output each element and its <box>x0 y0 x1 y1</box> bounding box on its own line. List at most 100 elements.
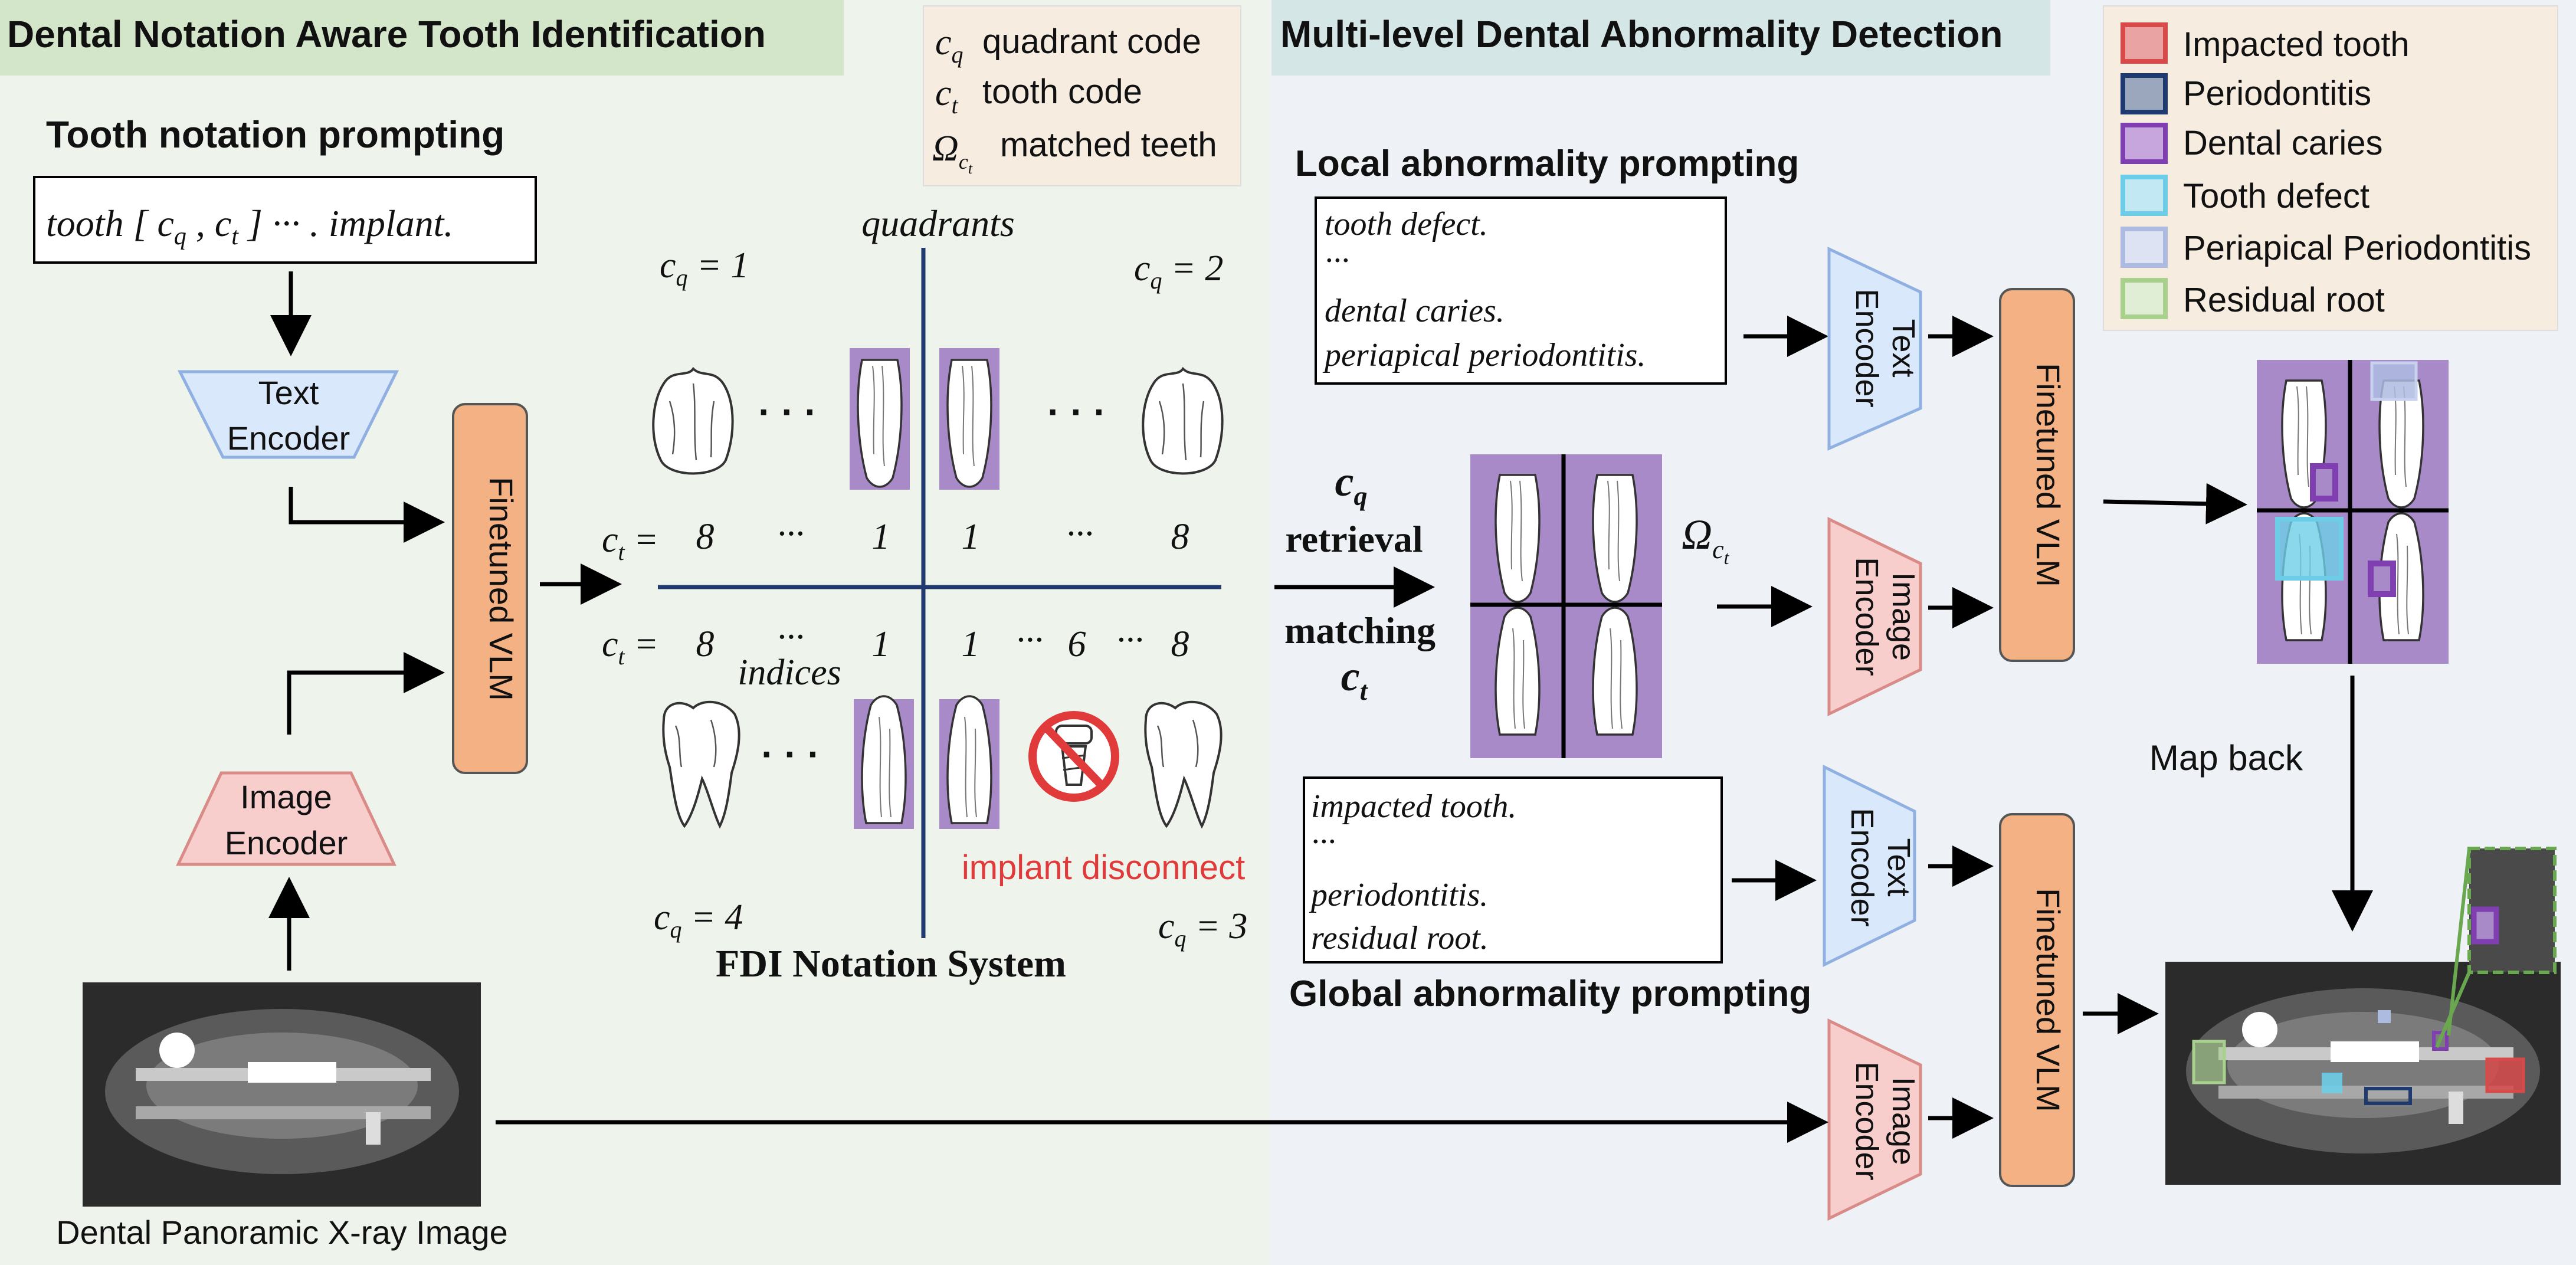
bbox-caries-xray <box>2432 1031 2449 1051</box>
ct-lower-1: ··· <box>777 617 805 657</box>
svg-text:ImageEncoder: ImageEncoder <box>1849 557 1921 676</box>
image-encoder-right-top <box>1827 517 1922 716</box>
ct-upper-2: 1 <box>872 517 890 557</box>
local-prompt-3: periapical periodontitis. <box>1322 337 1646 373</box>
ct-lower-0: 8 <box>696 624 715 664</box>
ct-lower-6: ··· <box>1116 620 1144 660</box>
map-back-label: Map back <box>2149 738 2303 778</box>
ct-lower-row: 8 ··· 1 1 ··· 6 ··· 8 <box>696 617 1189 664</box>
ct-upper-1: ··· <box>777 514 805 554</box>
ct-lower-7: 8 <box>1171 624 1189 664</box>
global-prompt-box <box>1303 776 1723 964</box>
bbox-tooth-defect-xray <box>2322 1073 2342 1093</box>
local-prompt-0: tooth defect. <box>1325 206 1488 242</box>
legend-periapical-periodontitis: Periapical Periodontitis <box>2183 229 2531 267</box>
legend-swatch-periapical <box>2121 227 2168 268</box>
retrieval-label: retrieval <box>1285 518 1423 560</box>
legend-tooth-code: tooth code <box>982 73 1142 111</box>
quadrants-label: quadrants <box>861 202 1015 244</box>
ct-lower-4: ··· <box>1016 620 1044 660</box>
arrow-vlm-top-to-detection <box>2103 483 2247 525</box>
upper-left-dots: · · · <box>758 391 817 433</box>
legend-quadrant-code: quadrant code <box>982 22 1201 61</box>
bbox-caries-upper <box>2310 463 2338 502</box>
image-encoder-left <box>176 771 396 866</box>
matching-ct: ct <box>1341 653 1368 706</box>
text-encoder-left <box>177 370 399 459</box>
finetuned-vlm-left <box>452 403 528 774</box>
legend-residual-root: Residual root <box>2183 281 2385 319</box>
global-prompts: impacted tooth. ··· periodontitis. resid… <box>1309 788 1516 956</box>
svg-text:Encoder: Encoder <box>227 420 350 457</box>
text-encoder-right-top <box>1827 247 1922 451</box>
legend-swatch-impacted <box>2121 22 2168 64</box>
svg-text:ImageEncoder: ImageEncoder <box>1849 1061 1921 1180</box>
ct-lower-5: 6 <box>1068 624 1086 664</box>
svg-text:Finetuned VLM: Finetuned VLM <box>483 477 520 701</box>
abnormality-legend-box <box>2103 5 2558 331</box>
bbox-residual-root <box>2192 1040 2226 1084</box>
ct-upper-5: 8 <box>1171 517 1189 557</box>
ct-lower-label: ct = <box>602 624 658 670</box>
cq1-label: cq = 1 <box>660 245 749 291</box>
left-panel-title: Dental Notation Aware Tooth Identificati… <box>7 13 766 55</box>
xray-image-left <box>83 982 481 1207</box>
local-prompt-box <box>1315 196 1727 385</box>
ct-upper-label: ct = <box>602 520 658 565</box>
prompt-text: tooth [ cq , ct ] ··· . implant. <box>46 202 453 250</box>
global-prompt-1: ··· <box>1311 824 1336 860</box>
legend-dental-caries: Dental caries <box>2183 124 2382 162</box>
local-prompting-heading: Local abnormality prompting <box>1295 143 1799 184</box>
xray-image-result <box>2165 847 2561 1185</box>
legend-tooth-defect: Tooth defect <box>2183 177 2369 215</box>
implant-disconnect-label: implant disconnect <box>962 848 1245 887</box>
svg-text:Finetuned VLM: Finetuned VLM <box>2030 888 2067 1112</box>
tooth-prompting-heading: Tooth notation prompting <box>46 113 504 156</box>
right-panel-title: Multi-level Dental Abnormality Detection <box>1280 13 2003 55</box>
legend-swatch-defect <box>2121 175 2168 216</box>
bbox-periapical-xray <box>2378 1010 2391 1023</box>
legend-swatch-caries <box>2121 123 2168 164</box>
legend-swatch-periodontitis <box>2121 73 2168 114</box>
tooth-upper-right-molar <box>1142 368 1224 475</box>
text-encoder-right-bottom <box>1823 764 1916 968</box>
code-legend: cq quadrant code ct tooth code Ωct match… <box>932 22 1217 177</box>
bbox-impacted-tooth <box>2485 1057 2525 1093</box>
global-prompt-3: residual root. <box>1311 920 1489 956</box>
implant-prohibited-icon <box>1028 711 1119 802</box>
cq3-label: cq = 3 <box>1158 906 1247 952</box>
image-encoder-right-bottom <box>1827 1018 1922 1221</box>
legend-impacted-tooth: Impacted tooth <box>2183 25 2410 64</box>
cq2-label: cq = 2 <box>1134 248 1223 294</box>
bbox-periodontitis-xray <box>2364 1087 2412 1105</box>
svg-text:Finetuned VLM: Finetuned VLM <box>2030 363 2067 587</box>
prompt-box <box>33 176 537 264</box>
right-title-box <box>1271 0 2050 76</box>
local-prompt-2: dental caries. <box>1325 293 1505 329</box>
global-prompt-0: impacted tooth. <box>1311 788 1516 825</box>
tooth-upper-left-molar <box>652 368 734 475</box>
fdi-system-label: FDI Notation System <box>716 942 1066 985</box>
ct-upper-0: 8 <box>696 517 715 557</box>
svg-text:Image: Image <box>240 778 332 815</box>
cq4-label: cq = 4 <box>654 897 743 943</box>
code-legend-box <box>923 5 1241 186</box>
bbox-caries-lower <box>2368 561 2396 597</box>
arrow-text-encoder-to-vlm <box>289 487 445 543</box>
svg-text:TextEncoder: TextEncoder <box>1844 808 1916 926</box>
svg-text:cq: cq <box>935 22 963 68</box>
arrow-image-encoder-to-vlm <box>287 652 445 735</box>
ct-upper-4: ··· <box>1066 514 1094 554</box>
svg-text:Encoder: Encoder <box>225 824 348 861</box>
legend-periodontitis: Periodontitis <box>2183 74 2371 113</box>
abnormality-legend: Impacted tooth Periodontitis Dental cari… <box>2121 22 2531 319</box>
ct-upper-3: 1 <box>962 517 980 557</box>
local-prompts: tooth defect. ··· dental caries. periapi… <box>1322 206 1646 373</box>
indices-label: indices <box>738 653 841 693</box>
bbox-periapical <box>2370 361 2418 401</box>
finetuned-vlm-right-bottom <box>1999 813 2075 1187</box>
bbox-defect <box>2275 517 2344 581</box>
lower-left-dots: · · · <box>761 733 820 775</box>
upper-right-dots: · · · <box>1047 391 1106 433</box>
